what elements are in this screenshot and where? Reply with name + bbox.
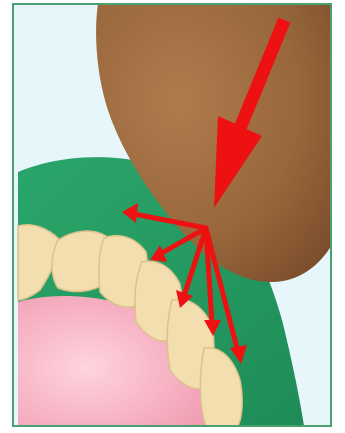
diagram-canvas [0,0,345,433]
finger-pressing-gum-diagram [0,0,345,433]
